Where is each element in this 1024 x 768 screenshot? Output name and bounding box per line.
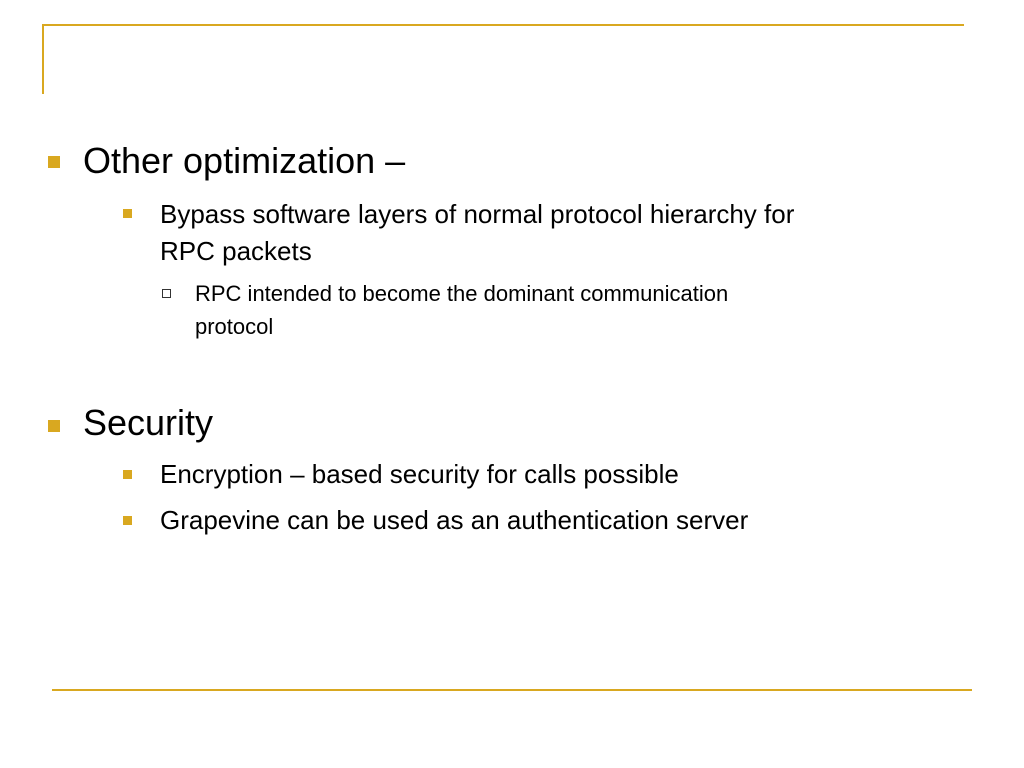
frame-left-rule xyxy=(42,24,44,94)
level1-bullet-icon xyxy=(48,156,60,168)
level3-hollow-bullet-icon xyxy=(162,289,171,298)
bullet-bypass-line2: RPC packets xyxy=(160,236,312,266)
level2-bullet-icon xyxy=(123,516,132,525)
frame-bottom-rule xyxy=(52,689,972,691)
subbullet-rpc-line1: RPC intended to become the dominant comm… xyxy=(195,281,729,306)
bullet-bypass-line1: Bypass software layers of normal protoco… xyxy=(160,199,795,229)
level1-bullet-icon xyxy=(48,420,60,432)
subbullet-rpc-line2: protocol xyxy=(195,314,274,339)
section-heading-other-optimization: Other optimization – xyxy=(83,140,406,181)
level2-bullet-icon xyxy=(123,470,132,479)
bullet-grapevine: Grapevine can be used as an authenticati… xyxy=(160,505,749,535)
level2-bullet-icon xyxy=(123,209,132,218)
bullet-encryption: Encryption – based security for calls po… xyxy=(160,459,679,489)
section-heading-security: Security xyxy=(83,402,214,443)
frame-top-rule xyxy=(42,24,964,26)
